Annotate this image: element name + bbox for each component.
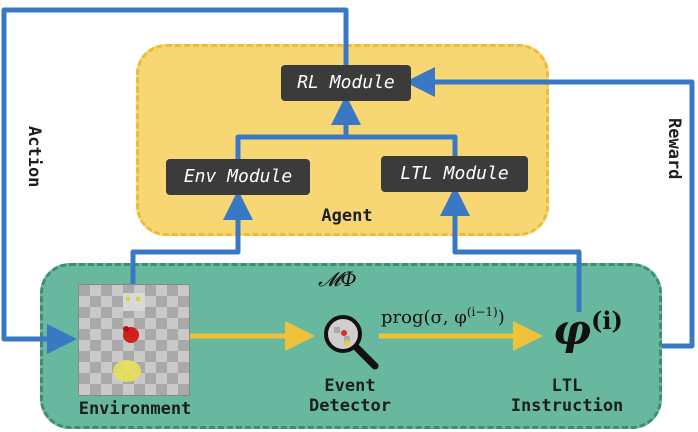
env-module: Env Module	[166, 159, 310, 195]
phi-i-label: φ(i)	[553, 305, 623, 354]
environment-image	[78, 284, 190, 396]
ltl-instruction-label: LTL Instruction	[510, 376, 624, 416]
action-arrow	[1, 7, 349, 354]
model-label: 𝓜Φ	[318, 267, 357, 291]
environment-label: Environment	[78, 399, 192, 419]
magnifier-icon	[324, 315, 379, 370]
agent-label: Agent	[321, 206, 373, 226]
env-to-envmodule-arrow	[130, 190, 253, 284]
reward-label: Reward	[664, 118, 684, 180]
rl-module: RL Module	[281, 65, 411, 101]
phi-to-ltlmodule-arrow	[440, 186, 582, 312]
action-label: Action	[24, 126, 44, 188]
reward-arrow	[405, 67, 695, 349]
event-detector-label: Event Detector	[309, 376, 391, 416]
ltl-module: LTL Module	[381, 156, 528, 192]
prog-label: prog(σ, φ(i−1))	[381, 305, 505, 328]
